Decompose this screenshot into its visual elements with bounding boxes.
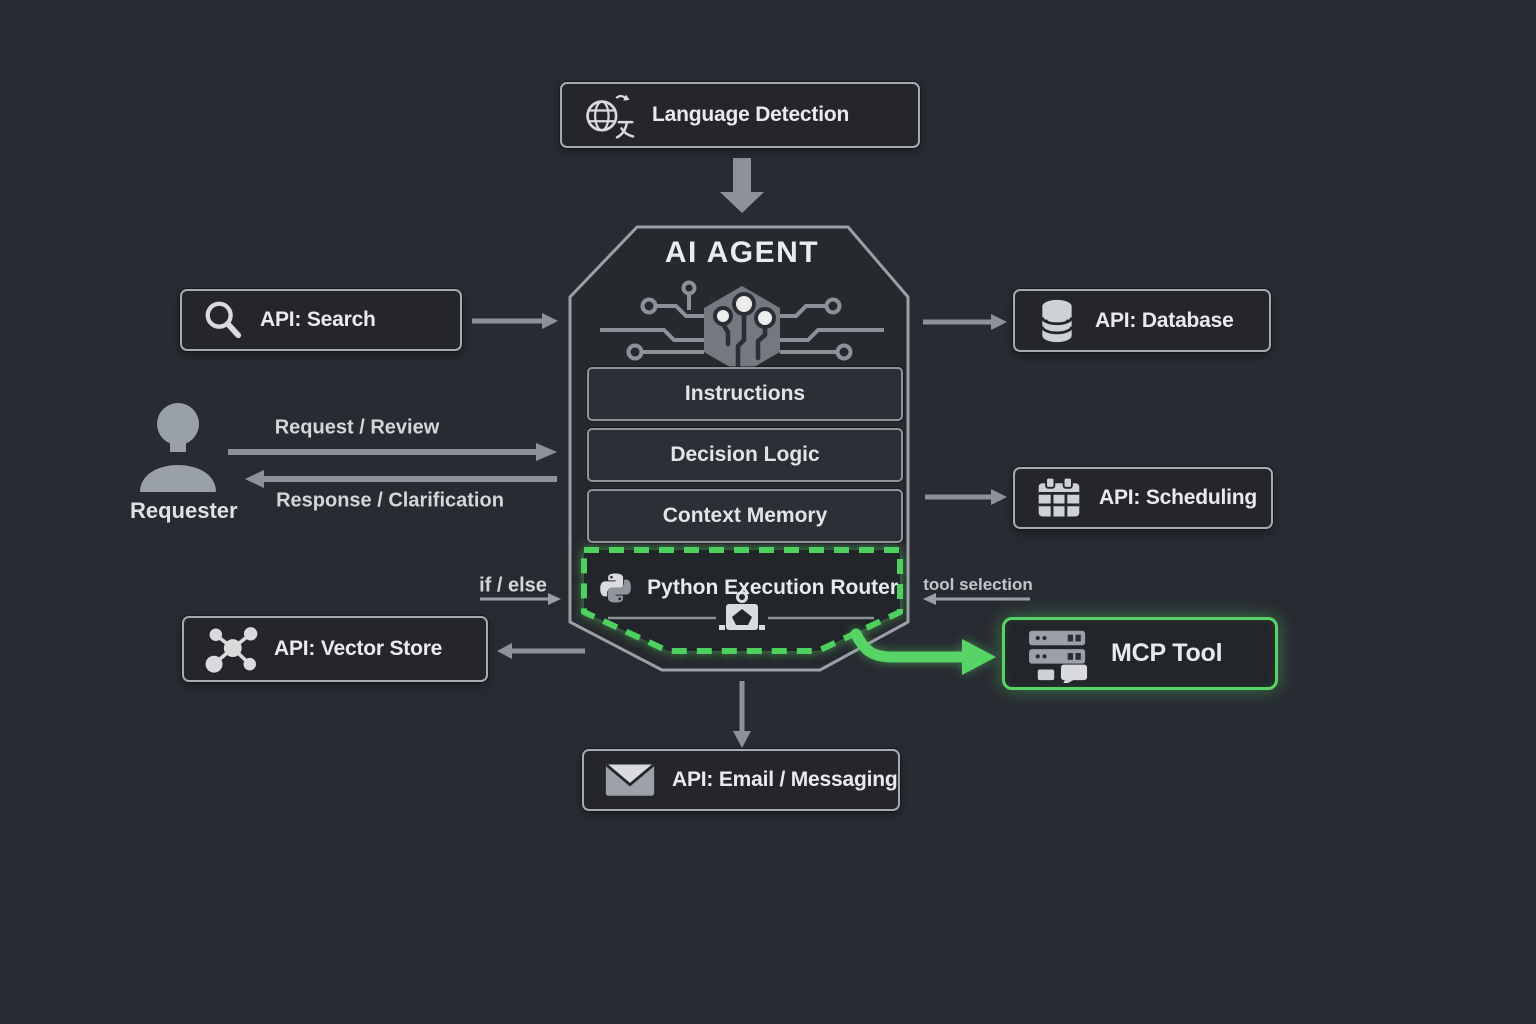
node-label: API: Database	[1095, 308, 1234, 332]
node-api-search: API: Search	[180, 289, 462, 351]
arrow-agent-to-vector-store	[497, 643, 585, 659]
person-icon	[140, 403, 216, 492]
globe-translate-icon	[582, 90, 636, 140]
arrow-tool-selection	[923, 593, 1030, 605]
node-label: API: Vector Store	[274, 637, 443, 660]
agent-python-router: Python Execution Router	[598, 560, 898, 616]
agent-chip-icon	[600, 280, 884, 374]
search-icon	[202, 299, 244, 341]
node-mcp-tool: MCP Tool	[1002, 617, 1278, 690]
node-label: API: Email / Messaging	[672, 768, 898, 791]
arrow-router-to-mcp	[850, 628, 996, 675]
edge-label-response-clarification: Response / Clarification	[276, 489, 504, 512]
node-api-vector-store: API: Vector Store	[182, 616, 488, 682]
node-label: API: Scheduling	[1099, 486, 1258, 509]
calendar-icon	[1035, 475, 1083, 521]
agent-module-instructions: Instructions	[587, 367, 903, 421]
node-label: API: Search	[260, 308, 376, 331]
agent-module-context-memory: Context Memory	[587, 489, 903, 543]
node-requester: Requester	[130, 400, 238, 524]
arrow-search-to-agent	[472, 313, 558, 329]
node-label: Language Detection	[652, 103, 850, 126]
node-label: MCP Tool	[1111, 639, 1223, 667]
router-label: Python Execution Router	[647, 576, 898, 599]
node-api-email-messaging: API: Email / Messaging	[582, 749, 900, 811]
node-api-database: API: Database	[1013, 289, 1271, 352]
arrow-if-else	[480, 593, 561, 605]
agent-title: AI AGENT	[664, 236, 820, 269]
requester-label: Requester	[130, 498, 238, 523]
edge-label-tool-selection: tool selection	[923, 575, 1033, 594]
arrow-agent-to-scheduling	[925, 489, 1007, 505]
agent-module-decision-logic: Decision Logic	[587, 428, 903, 482]
edge-label-request-review: Request / Review	[274, 416, 440, 439]
arrow-agent-to-database	[923, 314, 1007, 330]
node-language-detection: Language Detection	[560, 82, 920, 148]
arrow-request-review	[228, 443, 557, 461]
arrow-agent-to-email	[733, 681, 751, 748]
arrow-response-clarification	[245, 470, 557, 488]
node-api-scheduling: API: Scheduling	[1013, 467, 1273, 529]
python-icon	[600, 573, 631, 603]
edge-label-if-else: if / else	[479, 574, 547, 597]
arrow-language-to-agent	[720, 158, 764, 213]
envelope-icon	[604, 760, 656, 800]
vector-store-icon	[204, 624, 258, 674]
router-node-icon	[608, 591, 874, 630]
mcp-server-icon	[1025, 625, 1095, 683]
database-icon	[1035, 297, 1079, 345]
